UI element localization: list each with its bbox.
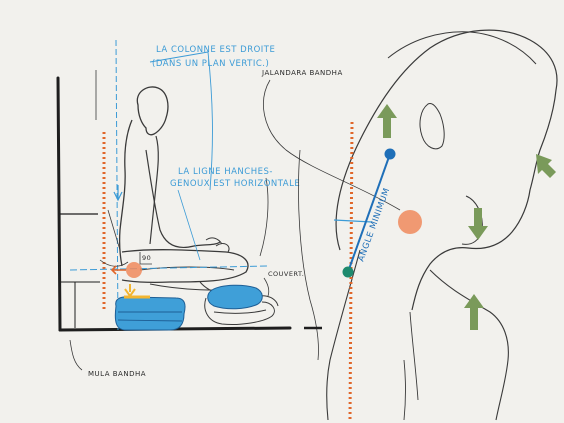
- sketch-curve-right: [298, 149, 319, 361]
- throat-chest: [429, 269, 509, 421]
- jalandara-spot: [398, 210, 422, 234]
- couvert-pointer: [263, 277, 270, 297]
- spine-label-pointer: [149, 51, 213, 191]
- angle-top-dot: [384, 148, 396, 160]
- couvert-label: COUVERT.: [268, 270, 304, 278]
- jalandara-label: JALANDARA BANDHA: [261, 69, 343, 77]
- hips-label-line1: LA LIGNE HANCHES-: [178, 167, 273, 177]
- angle-line: [347, 153, 391, 273]
- body-head: [136, 86, 169, 136]
- yellow-arrow: [124, 284, 136, 298]
- body-arm: [145, 149, 221, 249]
- body-thigh: [121, 249, 249, 284]
- head-crown: [387, 31, 537, 65]
- angle-mark: [139, 252, 152, 265]
- green-arrow-down: [468, 208, 488, 240]
- green-arrow-up-top: [377, 104, 397, 138]
- mula-label: MULA BANDHA: [88, 370, 146, 378]
- hip-arrow-left: [110, 265, 126, 275]
- body-front: [149, 135, 159, 245]
- jalandara-pointer: [263, 79, 401, 211]
- hips-label-pointer: [177, 189, 201, 261]
- green-arrow-diagonal: [536, 154, 556, 178]
- sketch-extra-lines: [95, 70, 269, 267]
- vertical-arrow: [113, 185, 123, 202]
- hips-label-line2: GENOUX EST HORIZONTALE: [170, 179, 300, 189]
- seat-cushion-lines: [117, 311, 183, 322]
- wall-lower: [60, 281, 100, 328]
- spine-label-line2: (DANS UN PLAN VERTIC.): [152, 59, 269, 69]
- back-of-neck: [326, 249, 361, 421]
- angle-label: 90: [142, 254, 151, 262]
- shoulder-lines: [403, 311, 419, 421]
- hip-joint-marker: [126, 262, 142, 278]
- head-profile: [335, 29, 558, 311]
- spine-label-line1: LA COLONNE EST DROITE: [156, 45, 275, 55]
- wall-line: [56, 76, 62, 332]
- mula-pointer: [69, 339, 83, 371]
- green-arrow-up-bottom: [464, 294, 484, 330]
- hips-knees-line: [69, 265, 269, 271]
- ear: [419, 103, 445, 150]
- foot-cushion: [207, 284, 263, 310]
- seat-cushion: [114, 296, 186, 331]
- body-hand: [205, 237, 230, 253]
- vertical-reference-line: [115, 39, 119, 331]
- angle-bottom-dot: [342, 266, 354, 278]
